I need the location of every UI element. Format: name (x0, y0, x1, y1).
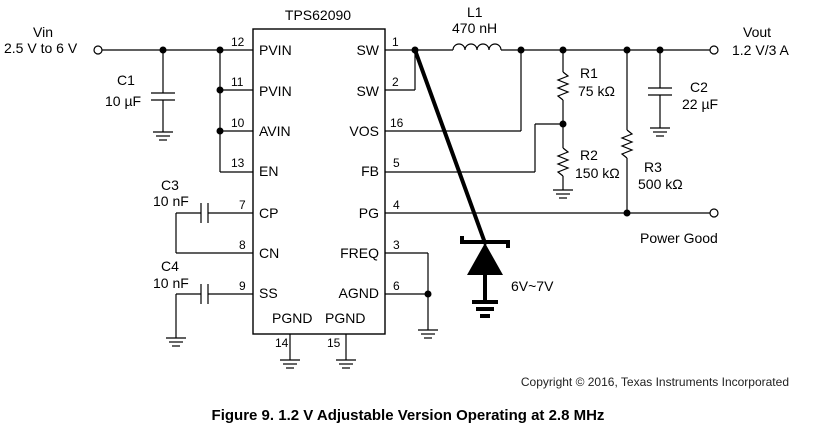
pin-label-ss: SS (259, 285, 278, 301)
pin-number-16: 16 (390, 116, 404, 130)
r2-ref: R2 (580, 147, 598, 163)
c4-ref: C4 (161, 258, 179, 274)
input-wiring (93, 45, 253, 173)
r3-value: 500 kΩ (638, 176, 683, 192)
pin-number-3: 3 (393, 238, 400, 252)
l1-ref: L1 (467, 4, 483, 20)
vin-label: Vin (33, 24, 53, 40)
pin-number-8: 8 (239, 238, 246, 252)
c2-ref: C2 (690, 79, 708, 95)
pin-label-en: EN (259, 163, 278, 179)
c1-ref: C1 (117, 72, 135, 88)
pin-number-7: 7 (239, 198, 246, 212)
c2-capacitor (648, 50, 672, 137)
c1-value: 10 µF (105, 93, 141, 109)
pin-number-9: 9 (239, 279, 246, 293)
c3-ref: C3 (161, 177, 179, 193)
pin-label-freq: FREQ (340, 245, 379, 261)
c3-capacitor (175, 203, 253, 254)
figure-caption: Figure 9. 1.2 V Adjustable Version Opera… (212, 407, 605, 424)
c4-value: 10 nF (153, 275, 189, 291)
pin-label-sw-1: SW (356, 42, 379, 58)
pin-number-1: 1 (392, 35, 399, 49)
pin-number-10: 10 (231, 116, 245, 130)
vin-range: 2.5 V to 6 V (4, 40, 78, 56)
pin-label-fb: FB (361, 163, 379, 179)
r3-resistor (620, 50, 634, 213)
pin-number-15: 15 (327, 336, 341, 350)
output-wiring (385, 45, 719, 339)
pin-label-pvin-12: PVIN (259, 42, 292, 58)
c3-value: 10 nF (153, 193, 189, 209)
pin-number-5: 5 (393, 156, 400, 170)
pin-number-4: 4 (393, 198, 400, 212)
pin-label-cn: CN (259, 245, 279, 261)
pin-label-cp: CP (259, 205, 278, 221)
pin-label-pg: PG (359, 205, 379, 221)
zener-diode (413, 48, 510, 318)
ic-body (252, 28, 386, 335)
r1-resistor (556, 50, 570, 148)
pin-label-avin: AVIN (259, 123, 291, 139)
c4-capacitor (166, 284, 253, 347)
r1-ref: R1 (580, 65, 598, 81)
pin-label-pgnd-15: PGND (325, 310, 365, 326)
vout-spec: 1.2 V/3 A (732, 42, 789, 58)
pgnd-grounds (280, 334, 356, 369)
pin-number-6: 6 (393, 279, 400, 293)
vout-label: Vout (743, 24, 771, 40)
pin-number-13: 13 (231, 156, 245, 170)
pin-number-11: 11 (231, 75, 244, 89)
pin-number-12: 12 (231, 35, 245, 49)
power-good-label: Power Good (640, 230, 718, 246)
pin-label-sw-2: SW (356, 83, 379, 99)
r2-resistor (553, 147, 573, 199)
pin-label-agnd: AGND (339, 285, 379, 301)
c2-value: 22 µF (682, 96, 718, 112)
pin-label-vos: VOS (349, 123, 379, 139)
c1-capacitor (151, 50, 175, 141)
pin-label-pgnd-14: PGND (272, 310, 312, 326)
pin-label-pvin-11: PVIN (259, 83, 292, 99)
l1-inductor (452, 43, 502, 51)
ic-name: TPS62090 (285, 7, 351, 23)
r1-value: 75 kΩ (578, 83, 615, 99)
copyright-text: Copyright © 2016, Texas Instruments Inco… (521, 375, 789, 389)
l1-value: 470 nH (452, 20, 497, 36)
pin-number-14: 14 (275, 336, 289, 350)
zener-label: 6V~7V (511, 278, 554, 294)
r2-value: 150 kΩ (575, 165, 620, 181)
pin-number-2: 2 (392, 75, 399, 89)
r3-ref: R3 (644, 159, 662, 175)
